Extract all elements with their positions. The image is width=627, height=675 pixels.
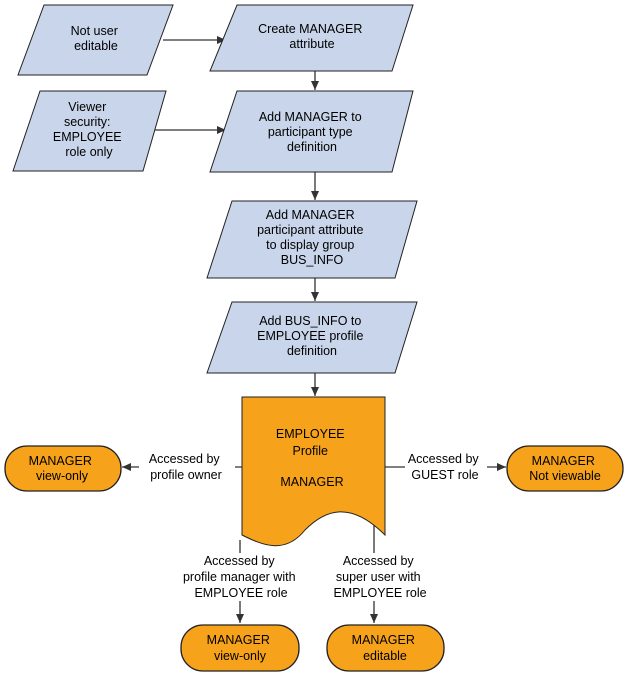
- svg-text:Accessed by profile owne: Accessed by profile owner: [149, 452, 223, 482]
- node-manager-result: MANAGER view-only: [180, 624, 300, 672]
- node-employee-profile-text: EMPLOYEE Profile MANAGER: [276, 427, 348, 489]
- node-not-editable: Not user editable: [17, 4, 174, 76]
- svg-text:Accessed by profile mana: Accessed by profile manager with EMPLOYE…: [183, 554, 299, 600]
- node-owner-result-text: MANAGER view-only: [29, 454, 96, 483]
- node-add-display-group: Add MANAGER participant attribute to dis…: [206, 200, 418, 279]
- node-add-bus-info-text: Add BUS_INFO to EMPLOYEE profile definit…: [257, 314, 367, 358]
- node-viewer-security-text: Viewer security: EMPLOYEE role only: [53, 100, 125, 159]
- edge-label-owner: Accessed by profile owner: [139, 450, 235, 484]
- edge-label-guest: Accessed by GUEST role: [405, 450, 487, 484]
- node-viewer-security: Viewer security: EMPLOYEE role only: [12, 90, 167, 172]
- node-add-participant: Add MANAGER to participant type definiti…: [209, 90, 414, 173]
- node-guest-result: MANAGER Not viewable: [506, 445, 624, 492]
- node-create-attribute: Create MANAGER attribute: [209, 4, 414, 72]
- node-manager-result-text: MANAGER view-only: [207, 633, 274, 663]
- edge-label-superuser: Accessed by super user with EMPLOYEE rol…: [326, 553, 432, 601]
- svg-text:Accessed by super user w: Accessed by super user with EMPLOYEE rol…: [333, 554, 426, 600]
- node-employee-profile-document: EMPLOYEE Profile MANAGER: [241, 396, 386, 547]
- svg-text:Accessed by GUEST role: Accessed by GUEST role: [408, 452, 482, 482]
- node-owner-result: MANAGER view-only: [4, 445, 122, 492]
- node-create-attribute-text: Create MANAGER attribute: [258, 22, 366, 51]
- node-add-bus-info: Add BUS_INFO to EMPLOYEE profile definit…: [206, 301, 418, 374]
- node-not-editable-text: Not user editable: [71, 24, 122, 53]
- node-add-participant-text: Add MANAGER to participant type definiti…: [259, 110, 365, 154]
- node-guest-result-text: MANAGER Not viewable: [529, 454, 601, 483]
- node-superuser-result-text: MANAGER editable: [352, 633, 419, 663]
- node-add-display-group-text: Add MANAGER participant attribute to dis…: [257, 208, 367, 267]
- edge-label-manager: Accessed by profile manager with EMPLOYE…: [182, 553, 302, 601]
- node-superuser-result: MANAGER editable: [326, 624, 445, 672]
